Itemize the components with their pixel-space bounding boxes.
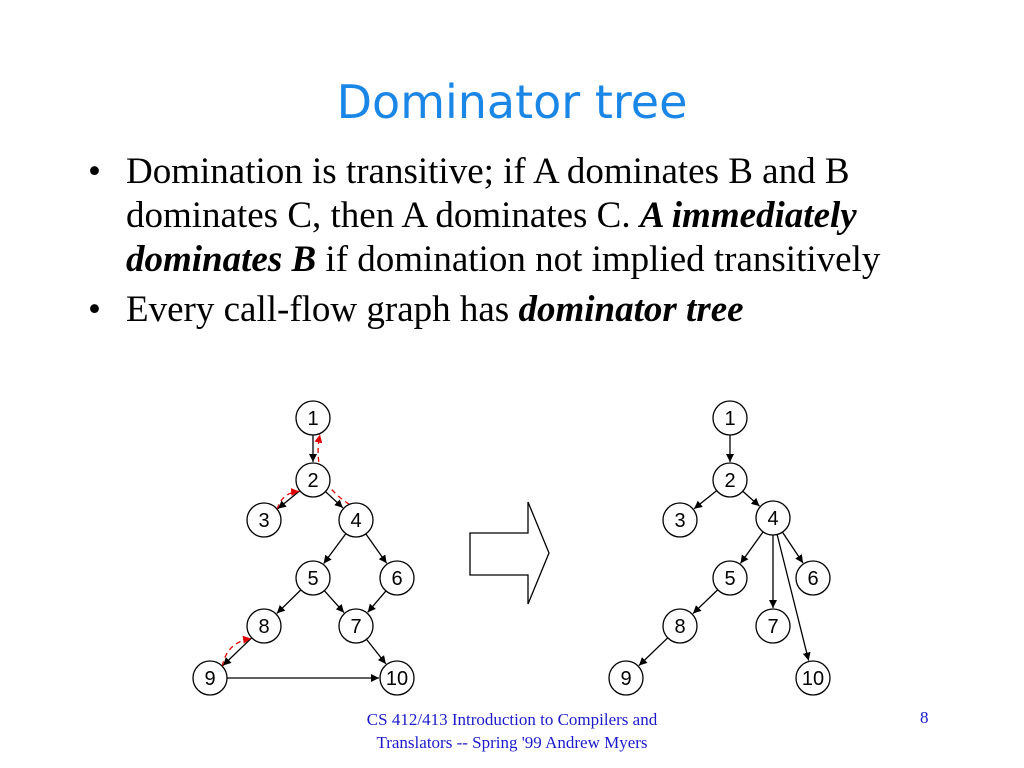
bullet-text: Every call-flow graph has bbox=[126, 289, 519, 330]
bullet-list: • Domination is transitive; if A dominat… bbox=[84, 150, 924, 338]
page-number: 8 bbox=[920, 708, 929, 727]
node-label: 7 bbox=[767, 616, 778, 638]
node-circle bbox=[755, 500, 791, 536]
bullet-emphasis: A immediately dominates B bbox=[126, 195, 857, 280]
edge-4-5 bbox=[323, 533, 347, 564]
node-10: 10 bbox=[795, 660, 831, 696]
node-label: 6 bbox=[807, 568, 818, 590]
node-9: 9 bbox=[608, 660, 644, 696]
bullet-transitivity: • Domination is transitive; if A dominat… bbox=[84, 150, 924, 282]
node-6: 6 bbox=[795, 560, 831, 596]
node-label: 3 bbox=[258, 510, 269, 532]
node-1: 1 bbox=[295, 400, 331, 436]
node-7: 7 bbox=[338, 608, 374, 644]
bullet-dominator-tree: • Every call-flow graph has dominator tr… bbox=[84, 288, 924, 332]
node-8: 8 bbox=[662, 608, 698, 644]
slide-footer: CS 412/413 Introduction to Compilers and… bbox=[366, 710, 658, 752]
edge-4-6 bbox=[781, 531, 804, 564]
edge-8-9 bbox=[222, 637, 253, 666]
node-circle bbox=[295, 400, 331, 436]
node-3: 3 bbox=[246, 502, 282, 538]
node-label: 8 bbox=[674, 616, 685, 638]
node-label: 6 bbox=[391, 568, 402, 590]
bullet-text: Domination is transitive; if A dominates… bbox=[126, 151, 850, 236]
node-3: 3 bbox=[662, 502, 698, 538]
node-label: 4 bbox=[767, 508, 778, 530]
dominance-edge-9-8 bbox=[221, 635, 252, 667]
node-5: 5 bbox=[295, 560, 331, 596]
node-2: 2 bbox=[712, 462, 748, 498]
node-circle bbox=[662, 608, 698, 644]
node-8: 8 bbox=[246, 608, 282, 644]
edge-2-4 bbox=[742, 490, 760, 507]
control-flow-graph: 1 2 3 4 5 6 7 8 9 10 bbox=[192, 400, 415, 696]
node-label: 5 bbox=[307, 568, 318, 590]
node-label: 3 bbox=[674, 510, 685, 532]
node-circle bbox=[712, 560, 748, 596]
node-circle bbox=[712, 400, 748, 436]
node-circle bbox=[246, 502, 282, 538]
edge-4-10 bbox=[776, 534, 811, 661]
node-4: 4 bbox=[338, 502, 374, 538]
node-circle bbox=[795, 560, 831, 596]
edge-4-5 bbox=[739, 531, 764, 564]
bullet-emphasis: dominator tree bbox=[518, 289, 744, 330]
bullet-text: if domination not implied transitively bbox=[316, 239, 881, 280]
node-label: 9 bbox=[204, 668, 215, 690]
node-circle bbox=[755, 608, 791, 644]
node-circle bbox=[295, 462, 331, 498]
edge-2-3 bbox=[693, 490, 718, 510]
edge-5-7 bbox=[323, 590, 345, 614]
node-label: 7 bbox=[350, 616, 361, 638]
node-circle bbox=[192, 660, 228, 696]
node-label: 10 bbox=[802, 668, 824, 690]
edge-4-6 bbox=[365, 533, 388, 564]
node-7: 7 bbox=[755, 608, 791, 644]
node-circle bbox=[662, 502, 698, 538]
right-arrow-icon bbox=[469, 501, 550, 605]
dominance-edge-3-2 bbox=[276, 487, 300, 510]
slide-title: Dominator tree bbox=[336, 75, 688, 129]
node-label: 9 bbox=[620, 668, 631, 690]
bullet-marker: • bbox=[88, 289, 101, 330]
node-6: 6 bbox=[379, 560, 415, 596]
node-circle bbox=[795, 660, 831, 696]
node-circle bbox=[246, 608, 282, 644]
node-9: 9 bbox=[192, 660, 228, 696]
node-circle bbox=[379, 560, 415, 596]
node-circle bbox=[608, 660, 644, 696]
node-circle bbox=[338, 608, 374, 644]
dominator-tree-graph: 1 2 3 4 5 6 7 8 9 10 bbox=[608, 400, 831, 696]
node-label: 8 bbox=[258, 616, 269, 638]
node-10: 10 bbox=[379, 660, 415, 696]
node-5: 5 bbox=[712, 560, 748, 596]
node-label: 2 bbox=[307, 470, 318, 492]
node-circle bbox=[712, 462, 748, 498]
node-4: 4 bbox=[755, 500, 791, 536]
node-circle bbox=[338, 502, 374, 538]
node-label: 2 bbox=[724, 470, 735, 492]
node-label: 1 bbox=[307, 408, 318, 430]
node-circle bbox=[295, 560, 331, 596]
bullet-marker: • bbox=[88, 151, 101, 192]
node-2: 2 bbox=[295, 462, 331, 498]
edge-6-7 bbox=[367, 590, 387, 613]
edge-5-8 bbox=[276, 589, 302, 614]
node-label: 1 bbox=[724, 408, 735, 430]
node-label: 4 bbox=[350, 510, 361, 532]
node-label: 10 bbox=[386, 668, 408, 690]
node-label: 5 bbox=[724, 568, 735, 590]
edge-2-4 bbox=[325, 491, 344, 509]
edge-7-10 bbox=[366, 638, 387, 665]
node-circle bbox=[379, 660, 415, 696]
edge-5-8 bbox=[692, 589, 719, 615]
edge-8-9 bbox=[638, 637, 669, 666]
node-1: 1 bbox=[712, 400, 748, 436]
